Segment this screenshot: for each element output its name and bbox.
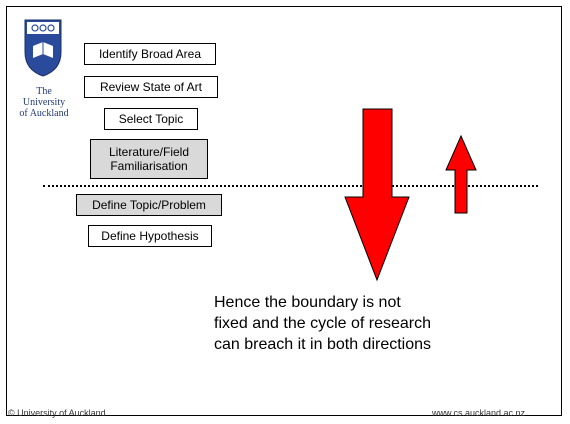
step-label: Define Topic/Problem	[92, 198, 206, 212]
note-line-1: Hence the boundary is not	[214, 294, 401, 311]
crest-icon	[24, 19, 62, 77]
step-label-line-2: Familiarisation	[110, 159, 188, 173]
step-identify-broad-area: Identify Broad Area	[84, 43, 216, 65]
step-label: Review State of Art	[99, 80, 203, 94]
note-line-3: can breach it in both directions	[214, 336, 432, 353]
boundary-note: Hence the boundary is not fixed and the …	[214, 292, 431, 355]
step-label: Select Topic	[118, 112, 184, 126]
logo-line-3: of Auckland	[19, 108, 69, 119]
footer-url: www.cs.auckland.ac.nz	[432, 408, 526, 418]
step-label-line-1: Literature/Field	[108, 145, 190, 159]
step-label: Define Hypothesis	[101, 229, 199, 243]
step-literature-field-familiarisation: Literature/Field Familiarisation	[90, 139, 208, 179]
boundary-line	[43, 185, 538, 187]
step-review-state-of-art: Review State of Art	[84, 76, 218, 98]
note-line-2: fixed and the cycle of research	[214, 315, 432, 332]
university-logo: The University of Auckland	[15, 18, 73, 120]
step-define-topic-problem: Define Topic/Problem	[76, 194, 222, 216]
logo-text: The University of Auckland	[15, 86, 73, 119]
logo-line-2: University	[22, 97, 66, 108]
footer-copyright: © University of Auckland	[8, 408, 106, 418]
down-arrow-icon	[344, 108, 410, 282]
logo-line-1: The	[36, 86, 52, 97]
step-define-hypothesis: Define Hypothesis	[88, 225, 212, 247]
step-label: Identify Broad Area	[98, 47, 202, 61]
up-arrow-icon	[445, 134, 477, 214]
slide-frame	[6, 6, 562, 416]
step-select-topic: Select Topic	[104, 108, 198, 130]
